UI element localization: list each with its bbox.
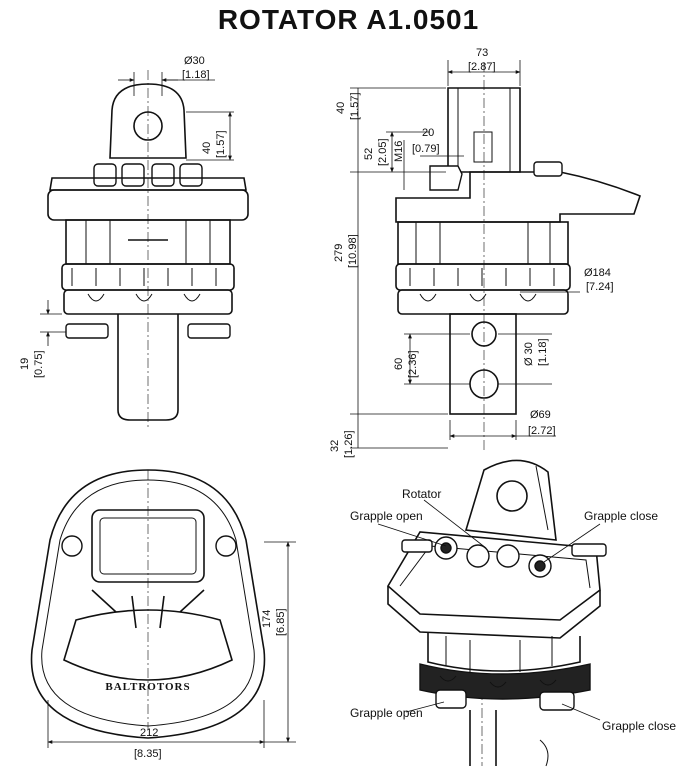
port-fittings	[93, 163, 203, 187]
grapple-open-bottom-label: Grapple open	[350, 706, 423, 720]
side-d69-inch-label: [2.72]	[528, 425, 556, 437]
side-d69-label: Ø69	[530, 409, 551, 421]
top-h174-inch-label: [6.85]	[275, 608, 287, 636]
top-w212-inch-label: [8.35]	[134, 748, 162, 760]
side-w20-inch-label: [0.79]	[412, 143, 440, 155]
side-h279-inch-label: [10.98]	[347, 234, 359, 268]
front-h40-inch-label: [1.57]	[215, 130, 227, 158]
side-h279-label: 279	[333, 244, 345, 262]
front-h19-label: 19	[19, 358, 31, 370]
front-view	[40, 70, 249, 430]
side-view	[350, 60, 641, 450]
front-h40-label: 40	[201, 142, 213, 154]
isometric-view	[377, 459, 607, 767]
side-d184-label: Ø184	[584, 267, 611, 279]
side-w73-label: 73	[476, 47, 488, 59]
side-h40-label: 40	[335, 102, 347, 114]
side-h40-inch-label: [1.57]	[349, 92, 361, 120]
rotator-label: Rotator	[402, 487, 441, 501]
front-d30-label: Ø30	[184, 55, 205, 67]
side-w20-label: 20	[422, 127, 434, 139]
side-m16-label: M16	[393, 141, 405, 162]
top-w212-label: 212	[140, 727, 158, 739]
grapple-open-top-label: Grapple open	[350, 509, 423, 523]
side-d30-inch-label: [1.18]	[537, 338, 549, 366]
front-h19-inch-label: [0.75]	[33, 350, 45, 378]
side-w73-inch-label: [2.87]	[468, 61, 496, 73]
side-h60-inch-label: [2.36]	[407, 350, 419, 378]
side-h60-label: 60	[393, 358, 405, 370]
top-view	[30, 469, 296, 748]
brand-label: BALTROTORS	[105, 681, 190, 693]
grapple-close-top-label: Grapple close	[584, 509, 658, 523]
side-h52-inch-label: [2.05]	[377, 138, 389, 166]
page-title: ROTATOR A1.0501	[217, 4, 480, 35]
side-h32-inch-label: [1.26]	[343, 430, 355, 458]
side-d30-label: Ø 30	[523, 342, 535, 366]
grapple-close-bottom-label: Grapple close	[602, 719, 676, 733]
front-d30-inch-label: [1.18]	[182, 69, 210, 81]
top-h174-label: 174	[261, 610, 273, 628]
side-h52-label: 52	[363, 148, 375, 160]
isometric-fittings	[401, 536, 607, 578]
side-d184-inch-label: [7.24]	[586, 281, 614, 293]
side-h32-label: 32	[329, 440, 341, 452]
